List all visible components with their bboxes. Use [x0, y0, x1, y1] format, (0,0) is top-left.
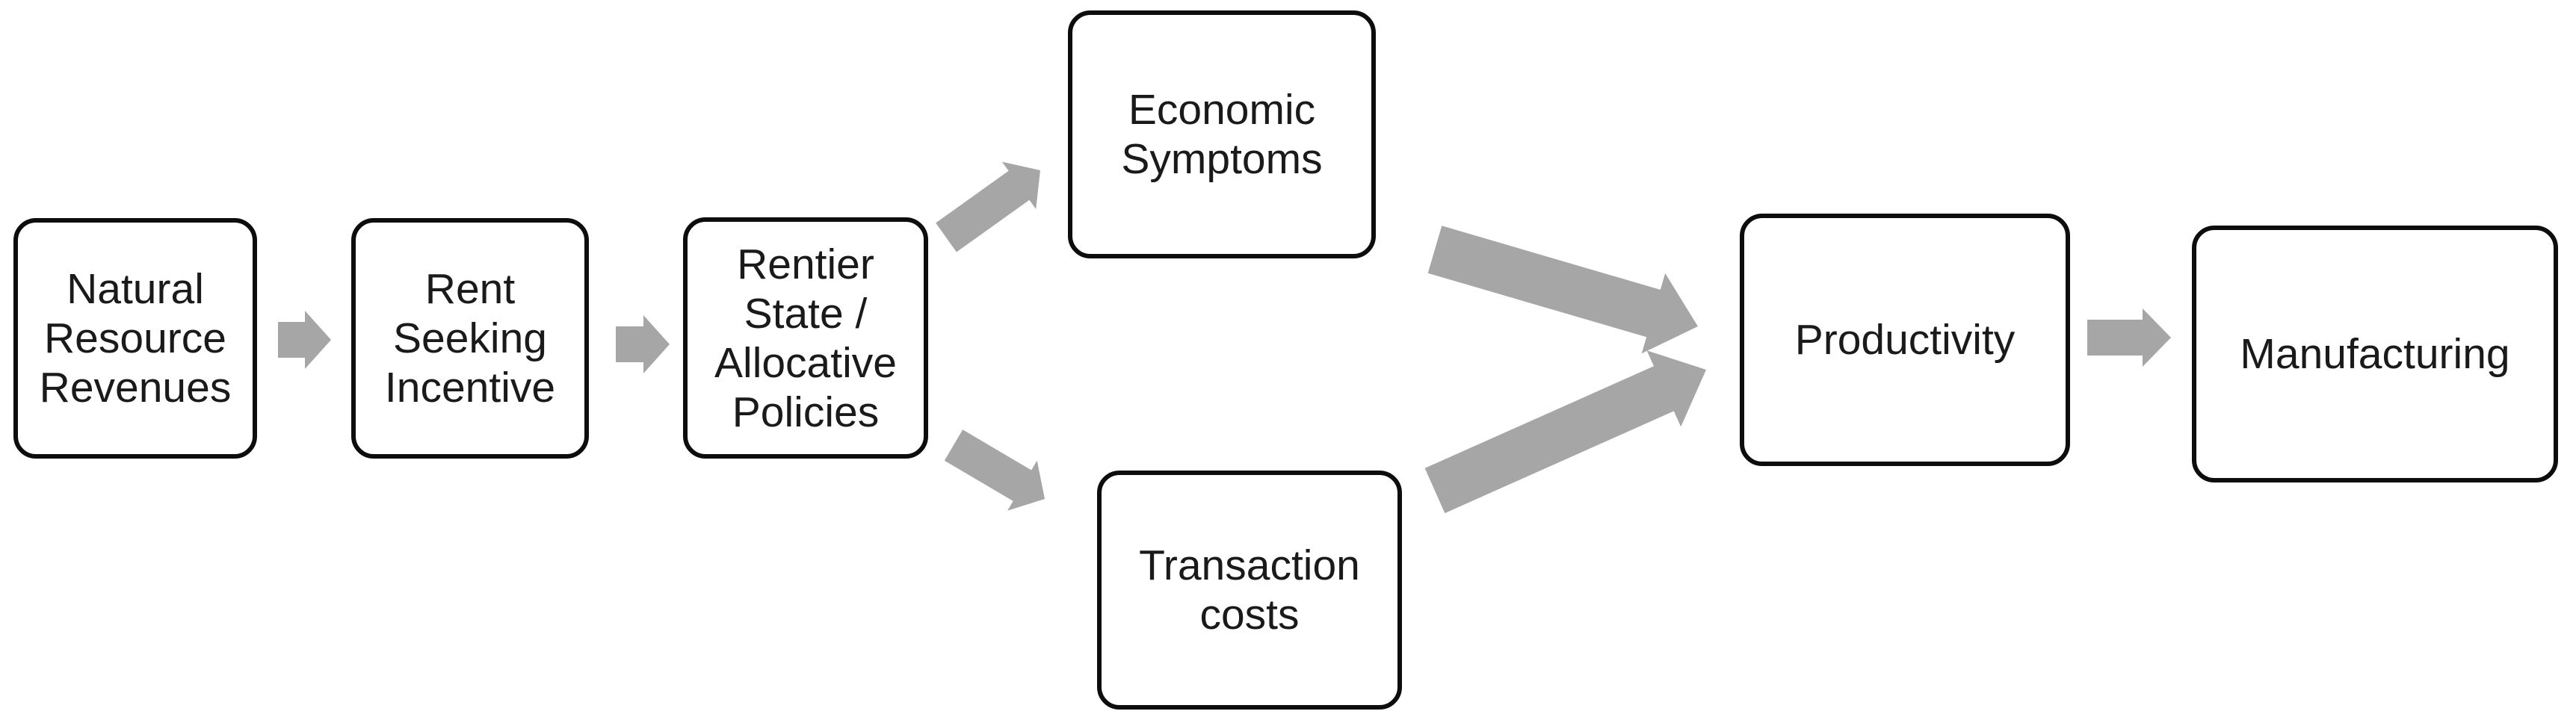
arrow-rent-to-rentier-icon — [616, 315, 670, 373]
arrow-productivity-to-manufacturing-icon — [2087, 308, 2171, 367]
node-transaction-costs: Transaction costs — [1097, 471, 1402, 710]
node-manufacturing: Manufacturing — [2192, 226, 2558, 482]
node-rent-seeking-incentive: Rent Seeking Incentive — [351, 218, 589, 459]
node-rentier-state-allocative-policies-label: Rentier State / Allocative Policies — [714, 240, 897, 436]
arrow-economic-to-productivity-icon — [1427, 226, 1698, 354]
arrow-rentier-to-transaction-icon — [944, 429, 1045, 511]
arrow-natural-to-rent-icon — [278, 311, 331, 369]
node-rentier-state-allocative-policies: Rentier State / Allocative Policies — [683, 217, 928, 459]
node-productivity: Productivity — [1740, 214, 2070, 466]
node-manufacturing-label: Manufacturing — [2240, 330, 2510, 378]
node-natural-resource-revenues: Natural Resource Revenues — [13, 218, 257, 459]
node-economic-symptoms: Economic Symptoms — [1068, 10, 1376, 258]
node-productivity-label: Productivity — [1794, 316, 2016, 364]
node-transaction-costs-label: Transaction costs — [1139, 541, 1360, 639]
arrow-rentier-to-economic-icon — [936, 161, 1040, 252]
node-natural-resource-revenues-label: Natural Resource Revenues — [39, 265, 232, 412]
node-rent-seeking-incentive-label: Rent Seeking Incentive — [384, 265, 556, 412]
node-economic-symptoms-label: Economic Symptoms — [1121, 86, 1323, 183]
arrow-transaction-to-productivity-icon — [1424, 350, 1706, 514]
